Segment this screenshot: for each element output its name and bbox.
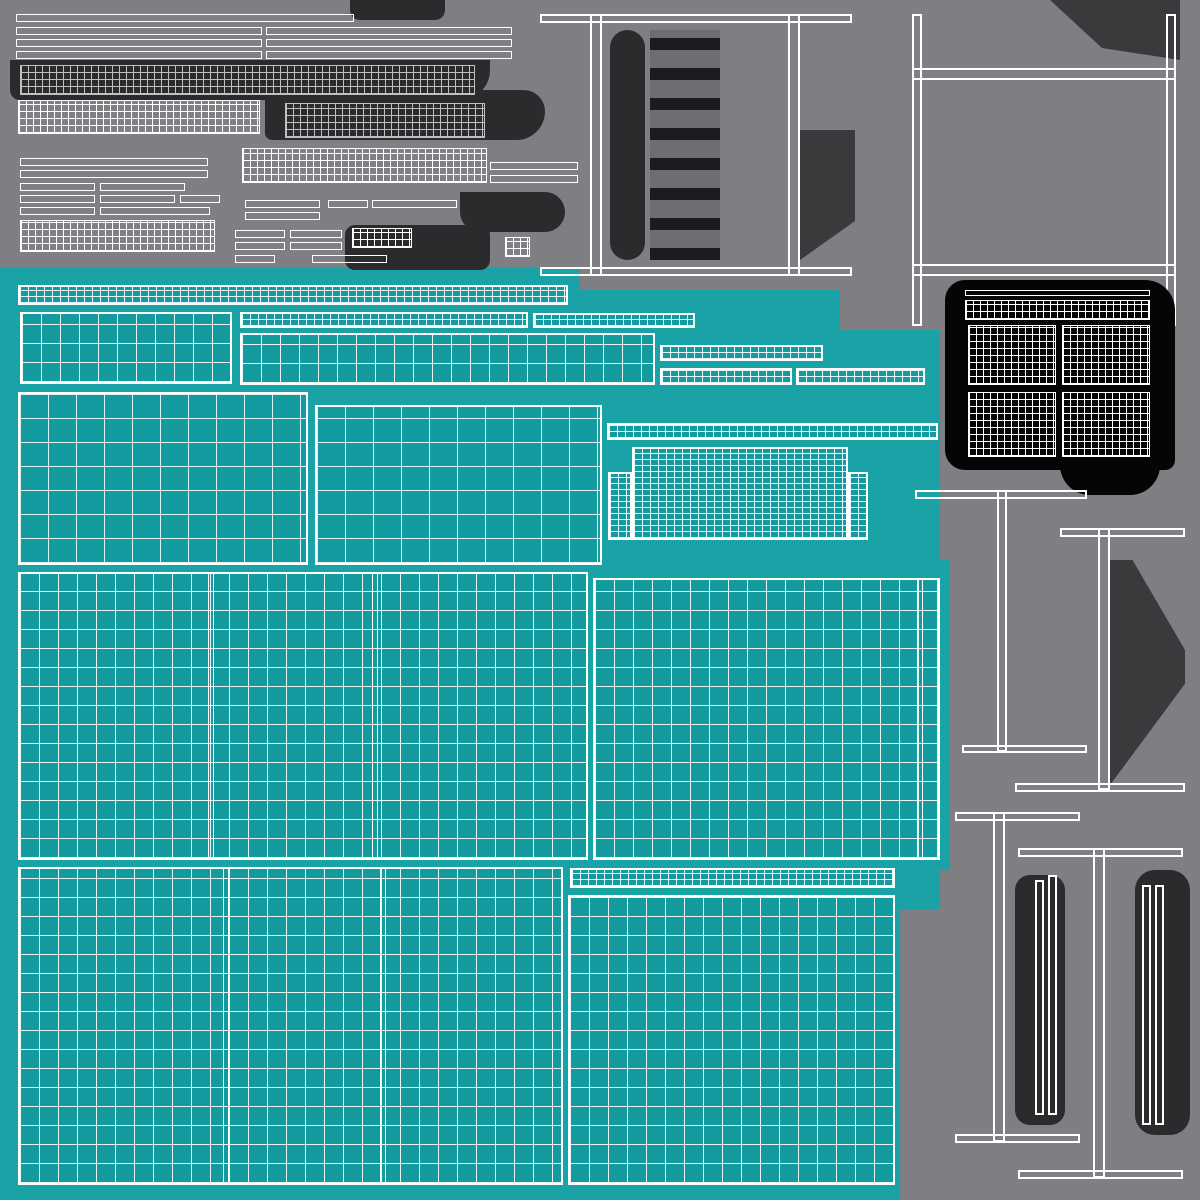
uv-wire xyxy=(1062,325,1150,385)
uv-strip xyxy=(100,195,175,203)
dark-island xyxy=(350,0,445,20)
uv-panel xyxy=(240,312,528,328)
uv-strip xyxy=(245,212,320,220)
uv-strip xyxy=(20,170,208,178)
frame-bar xyxy=(1155,885,1164,1125)
uv-panel xyxy=(660,368,792,385)
uv-panel xyxy=(796,368,925,385)
frame-bar xyxy=(1018,1170,1183,1179)
uv-strip xyxy=(100,207,210,215)
uv-panel xyxy=(240,333,655,385)
frame-bar xyxy=(912,264,1176,276)
shade-island xyxy=(1110,560,1185,785)
frame-bar xyxy=(997,490,1007,752)
uv-panel xyxy=(608,472,632,540)
uv-wire xyxy=(242,148,487,183)
uv-wire xyxy=(20,220,215,252)
uv-strip xyxy=(16,51,262,59)
frame-bar xyxy=(1093,848,1105,1178)
uv-panel xyxy=(18,285,568,305)
uv-strip xyxy=(490,162,578,170)
uv-strip xyxy=(20,195,95,203)
uv-wire xyxy=(285,103,485,138)
uv-wire xyxy=(352,228,412,248)
uv-strip xyxy=(20,183,95,191)
dark-island xyxy=(610,30,645,260)
frame-bar xyxy=(1142,885,1151,1125)
uv-wire xyxy=(18,100,260,134)
uv-strip xyxy=(100,183,185,191)
uv-wire xyxy=(968,325,1056,385)
uv-strip xyxy=(16,27,262,35)
uv-strip xyxy=(235,255,275,263)
frame-bar xyxy=(788,14,800,276)
uv-strip xyxy=(16,14,354,22)
frame-bar xyxy=(1060,528,1185,537)
uv-wire xyxy=(505,237,530,257)
shade-island xyxy=(800,130,855,260)
shade-island xyxy=(1050,0,1180,60)
uv-strip xyxy=(290,242,342,250)
uv-strip xyxy=(372,200,457,208)
uv-strip xyxy=(312,255,387,263)
shade-island xyxy=(650,30,720,260)
uv-panel xyxy=(18,392,308,565)
frame-bar xyxy=(912,68,1176,80)
uv-strip xyxy=(20,158,208,166)
uv-panel xyxy=(607,423,938,440)
frame-bar xyxy=(1035,880,1044,1115)
uv-wire xyxy=(968,392,1056,457)
uv-strip xyxy=(245,200,320,208)
uv-wire xyxy=(965,300,1150,320)
uv-strip xyxy=(180,195,220,203)
uv-strip xyxy=(965,290,1150,296)
uv-panel xyxy=(568,895,895,1185)
uv-panel xyxy=(570,868,895,888)
uv-strip xyxy=(490,175,578,183)
frame-bar xyxy=(912,14,922,326)
uv-panel xyxy=(533,313,695,328)
uv-strip xyxy=(20,207,95,215)
uv-panel xyxy=(18,572,588,860)
frame-bar xyxy=(590,14,602,276)
uv-panel xyxy=(315,405,602,565)
frame-bar xyxy=(540,267,852,276)
uv-strip xyxy=(266,39,512,47)
frame-bar xyxy=(1098,528,1110,790)
uv-wire xyxy=(20,65,475,95)
frame-bar xyxy=(962,745,1087,753)
uv-panel xyxy=(848,472,868,540)
uv-panel xyxy=(593,578,940,860)
uv-strip xyxy=(235,230,285,238)
uv-strip xyxy=(266,51,512,59)
uv-strip xyxy=(266,27,512,35)
uv-strip xyxy=(328,200,368,208)
uv-panel xyxy=(18,867,563,1185)
uv-strip xyxy=(235,242,285,250)
uv-panel xyxy=(632,447,848,540)
frame-bar xyxy=(955,1134,1080,1143)
uv-panel xyxy=(660,345,823,361)
uv-strip xyxy=(16,39,262,47)
frame-bar xyxy=(1166,14,1176,326)
frame-bar xyxy=(540,14,852,23)
frame-bar xyxy=(1015,783,1185,792)
uv-panel xyxy=(20,312,232,384)
frame-bar xyxy=(1048,875,1057,1115)
frame-bar xyxy=(993,812,1005,1142)
uv-strip xyxy=(290,230,342,238)
uv-wire xyxy=(1062,392,1150,457)
frame-bar xyxy=(955,812,1080,821)
